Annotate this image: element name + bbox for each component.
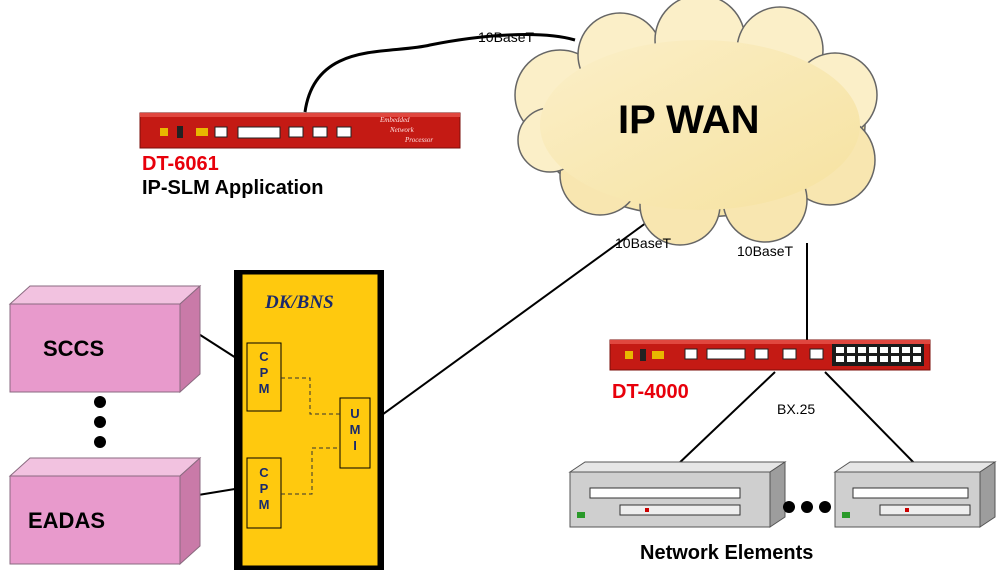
switch-port [858, 356, 866, 362]
ip-wan-cloud [514, 0, 878, 246]
eadas-box [8, 456, 202, 566]
network-element-1 [568, 461, 787, 528]
switch-port [891, 356, 899, 362]
bx25-label: BX.25 [777, 401, 816, 417]
port-label-umi: 10BaseT [615, 235, 672, 251]
dt-6061-faceplate-line2: Network [390, 126, 414, 134]
switch-port [869, 347, 877, 353]
switch-port [869, 356, 877, 362]
link-dt6061-wan [303, 33, 576, 113]
link-dt4000-ne1 [674, 371, 776, 468]
switch-port [880, 347, 888, 353]
dt-6061-faceplate-line3: Processor [405, 136, 434, 144]
dk-bns-label: DK/BNS [265, 292, 334, 313]
port-label-dt4000: 10BaseT [737, 243, 794, 259]
sccs-label: SCCS [43, 336, 105, 361]
network-elements-label: Network Elements [640, 542, 814, 564]
switch-port [847, 347, 855, 353]
switch-port [847, 356, 855, 362]
switch-port [836, 356, 844, 362]
port-label-dt6061: 10BaseT [478, 29, 535, 45]
network-element-2 [833, 461, 997, 528]
dt-4000-device [609, 339, 931, 371]
switch-port [913, 356, 921, 362]
cpm-lower-label: C P M [258, 465, 270, 512]
vertical-ellipsis [94, 396, 106, 448]
switch-port [891, 347, 899, 353]
dt-6061-faceplate-line1: Embedded [380, 116, 410, 124]
switch-port [902, 347, 910, 353]
dt-4000-label: DT-4000 [612, 381, 689, 403]
sccs-box [8, 284, 202, 394]
umi-label: U M I [349, 406, 361, 453]
cpm-upper-label: C P M [258, 349, 270, 396]
dt-6061-app-label: IP-SLM Application [142, 177, 324, 199]
switch-port [858, 347, 866, 353]
link-dt4000-ne2 [824, 371, 919, 468]
link-umi-wan [374, 219, 651, 421]
eadas-label: EADAS [28, 508, 106, 533]
switch-port [880, 356, 888, 362]
switch-port [913, 347, 921, 353]
dt-6061-device [139, 112, 461, 149]
switch-port [836, 347, 844, 353]
horizontal-ellipsis [783, 501, 831, 513]
ip-wan-label: IP WAN [618, 98, 760, 142]
dk-bns-panel [234, 270, 384, 570]
switch-port [902, 356, 910, 362]
dt-6061-label: DT-6061 [142, 153, 219, 175]
